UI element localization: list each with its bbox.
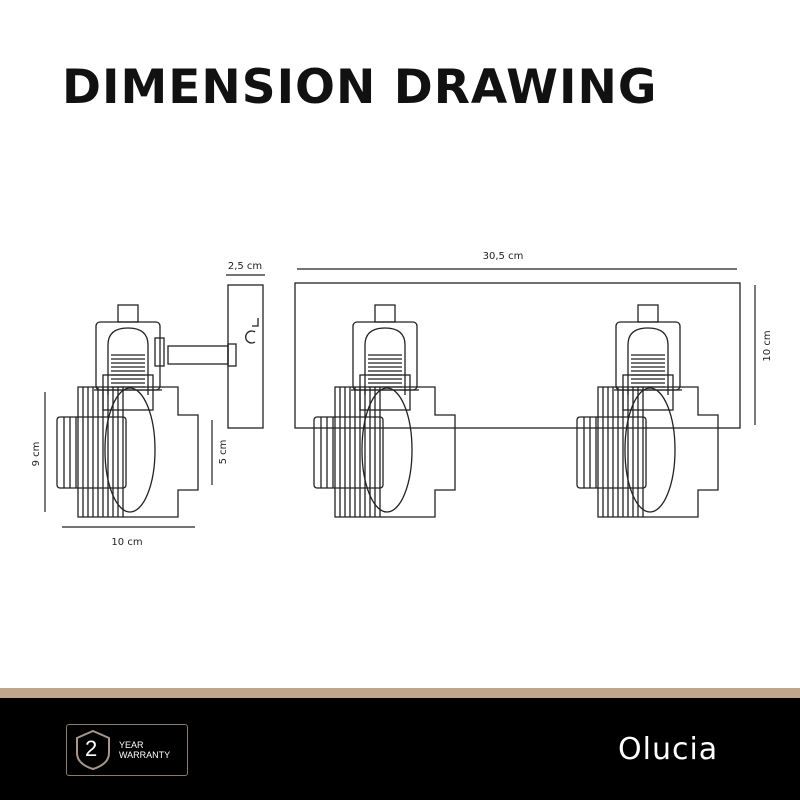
label-30-5cm: 30,5 cm	[483, 251, 524, 262]
label-5cm: 5 cm	[218, 440, 229, 465]
dimension-drawing: 9 cm 10 cm 5 cm 2,5 cm 30,5 cm 10 cm	[31, 251, 773, 548]
warranty-line2: WARRANTY	[119, 750, 171, 760]
accent-band	[0, 688, 800, 698]
wall-plate	[227, 284, 264, 429]
warranty-number: 2	[85, 736, 98, 761]
brand-logo: Olucia	[618, 732, 719, 767]
wall-arm	[154, 284, 264, 429]
warranty-badge: 2 YEAR WARRANTY	[66, 724, 188, 776]
label-10cm: 10 cm	[111, 537, 142, 548]
label-plate-10cm: 10 cm	[762, 330, 773, 361]
lamp-front-right	[576, 304, 719, 518]
page-title: DIMENSION DRAWING	[62, 60, 658, 115]
shield-icon	[76, 729, 110, 771]
lamp-side-view	[56, 304, 199, 518]
label-2-5cm: 2,5 cm	[228, 261, 262, 272]
mounting-plate-front	[294, 282, 741, 429]
footer: 2 YEAR WARRANTY Olucia	[0, 698, 800, 800]
label-9cm: 9 cm	[31, 442, 42, 467]
warranty-line1: YEAR	[119, 740, 144, 750]
lamp-front-left	[313, 304, 456, 518]
